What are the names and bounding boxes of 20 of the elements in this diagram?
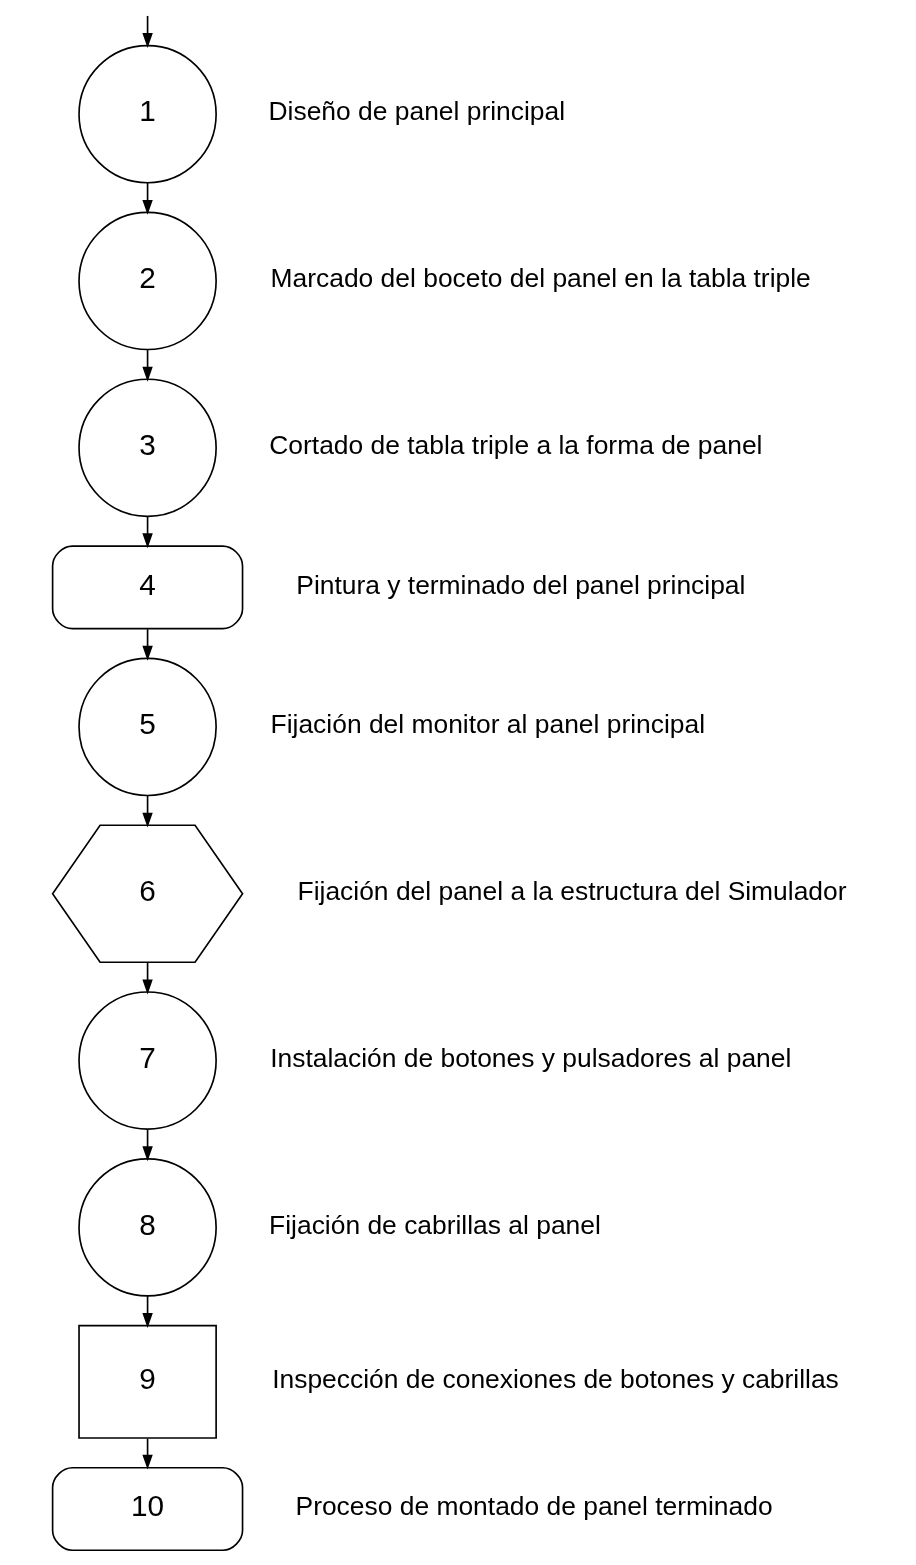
- node-circle: 3: [77, 378, 217, 518]
- node-circle: 2: [77, 211, 217, 351]
- node-label: Proceso de montado de panel terminado: [295, 1491, 773, 1522]
- node-box: 9: [77, 1324, 217, 1439]
- node-label: Marcado del boceto del panel en la tabla triple: [270, 263, 811, 294]
- arrow: [141, 15, 153, 48]
- node-circle: 7: [77, 991, 217, 1130]
- node-label: Fijación del panel a la estructura del Simulador: [297, 876, 847, 907]
- node-label: Fijación del monitor al panel principal: [270, 709, 705, 740]
- node-label: Cortado de tabla triple a la forma de panel: [268, 430, 763, 461]
- node-box: 4: [51, 545, 243, 630]
- node-box: 10: [51, 1466, 243, 1552]
- node-circle: 1: [77, 44, 217, 184]
- node-circle: 8: [77, 1158, 217, 1297]
- node-circle: 5: [77, 657, 217, 797]
- node-label: Instalación de botones y pulsadores al panel: [269, 1042, 791, 1073]
- node-label: Inspección de conexiones de botones y cabrillas: [271, 1364, 839, 1395]
- node-label: Fijación de cabrillas al panel: [268, 1209, 601, 1240]
- node-label: Pintura y terminado del panel principal: [295, 569, 745, 600]
- node-label: Diseño de panel principal: [268, 96, 565, 127]
